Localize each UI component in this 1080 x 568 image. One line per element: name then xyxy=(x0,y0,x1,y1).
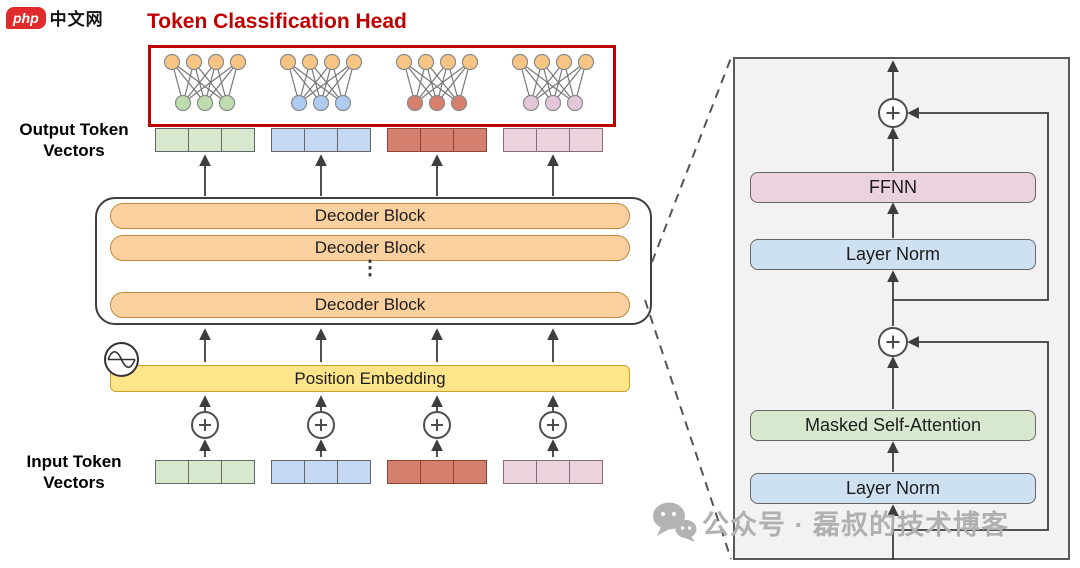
site-logo: php 中文网 xyxy=(6,5,104,30)
input-vector-3 xyxy=(387,460,487,484)
wechat-icon xyxy=(653,502,697,542)
input-token-vectors-label: Input Token Vectors xyxy=(26,452,122,493)
decoder-block-2: Decoder Block xyxy=(110,235,630,261)
decoder-block-1: Decoder Block xyxy=(110,203,630,229)
input-vector-1 xyxy=(155,460,255,484)
zoom-dashed-lines xyxy=(644,57,732,560)
output-vector-2 xyxy=(271,128,371,152)
token-classification-head-box xyxy=(148,45,616,127)
sine-wave-icon xyxy=(104,342,139,377)
decoder-ellipsis: ⋮ xyxy=(360,257,380,279)
ffnn-bar: FFNN xyxy=(750,172,1036,203)
position-embedding-bar: Position Embedding xyxy=(110,365,630,392)
output-vector-4 xyxy=(503,128,603,152)
page-title: Token Classification Head xyxy=(147,10,407,33)
masked-self-attention-bar: Masked Self-Attention xyxy=(750,410,1036,441)
add-position-icons xyxy=(191,411,567,439)
input-vector-4 xyxy=(503,460,603,484)
php-logo-icon: php xyxy=(6,6,46,29)
watermark-text: 公众号 · 磊叔的技术博客 xyxy=(702,510,1009,540)
output-token-vectors-label: Output Token Vectors xyxy=(19,120,129,161)
input-vector-2 xyxy=(271,460,371,484)
output-vector-1 xyxy=(155,128,255,152)
layer-norm-lower-bar: Layer Norm xyxy=(750,473,1036,504)
decoder-block-3: Decoder Block xyxy=(110,292,630,318)
site-name: 中文网 xyxy=(49,10,104,29)
output-vector-3 xyxy=(387,128,487,152)
layer-norm-upper-bar: Layer Norm xyxy=(750,239,1036,270)
